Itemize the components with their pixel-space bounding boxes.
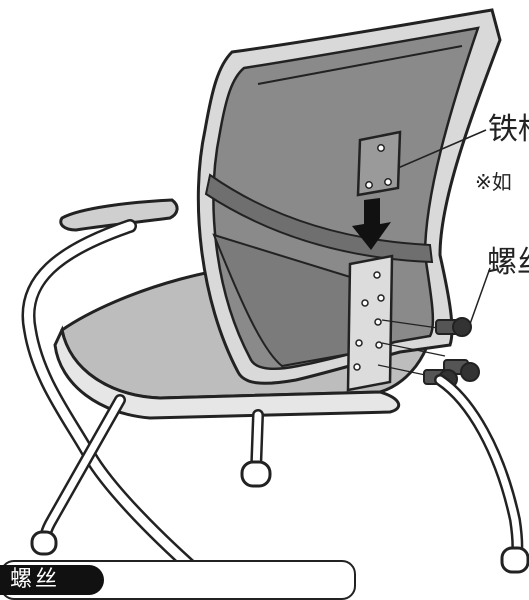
bracket-hole <box>384 178 392 186</box>
block-hole <box>361 299 369 307</box>
caster-wheel <box>240 460 272 488</box>
leader-line-bracket <box>397 129 487 169</box>
chair-assembly-diagram <box>21 8 529 586</box>
caster-wheel <box>30 530 58 556</box>
seat-shell <box>53 325 401 420</box>
down-arrow-icon <box>352 198 391 250</box>
bracket-note-label: ※如 <box>475 170 512 194</box>
rear-frame-tube <box>434 374 524 566</box>
parts-panel-tag: 螺丝 <box>0 565 104 595</box>
block-hole <box>374 318 382 326</box>
armrest-pad <box>59 198 179 232</box>
bracket-hole <box>377 144 385 152</box>
alignment-lines <box>377 319 446 377</box>
block-hole <box>373 271 381 279</box>
backrest-inner-line <box>257 45 463 85</box>
screw-label: 螺丝 <box>487 245 529 280</box>
bracket-hole <box>365 181 373 189</box>
leader-line-screw <box>469 267 491 325</box>
bracket-label: 铁框 <box>488 112 529 147</box>
block-hole <box>355 339 363 347</box>
caster-wheel <box>500 546 529 574</box>
bracket-plate <box>356 130 402 197</box>
block-hole <box>375 341 383 349</box>
mounting-block <box>346 254 394 392</box>
backrest-lower-panel <box>212 233 361 368</box>
arm-frame-tube-fill <box>24 221 211 585</box>
block-hole <box>377 294 385 302</box>
screw-icon <box>435 317 472 337</box>
block-hole <box>353 363 361 371</box>
